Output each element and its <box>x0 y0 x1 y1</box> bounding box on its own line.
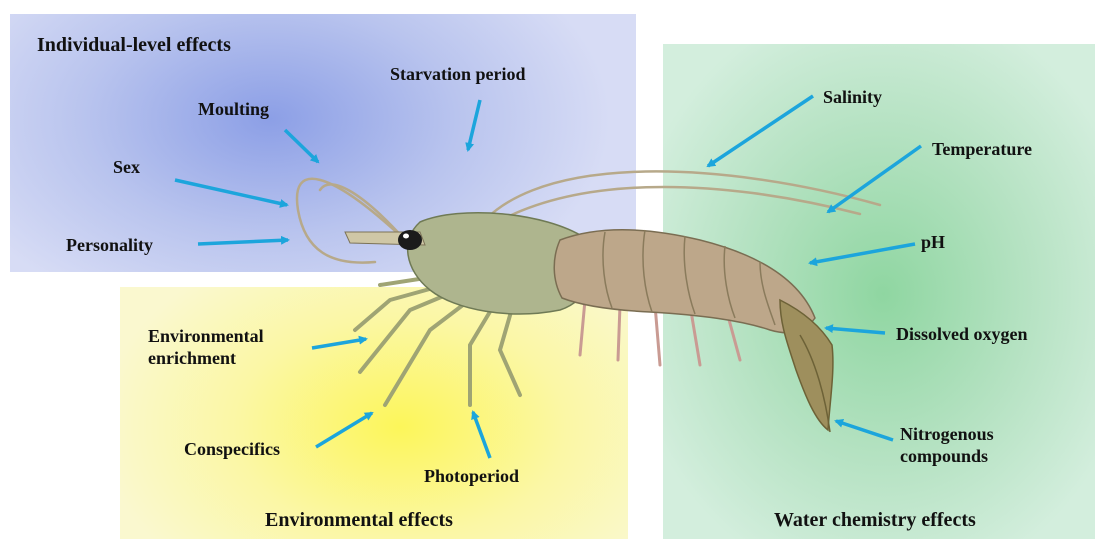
label-salinity: Salinity <box>823 86 882 108</box>
arrow-photoperiod <box>473 412 490 458</box>
label-temperature: Temperature <box>932 138 1032 160</box>
label-photoperiod: Photoperiod <box>424 465 519 487</box>
arrow-nitrogenous <box>836 421 893 440</box>
label-dissolved-oxygen: Dissolved oxygen <box>896 323 1028 345</box>
arrow-dissolved-oxygen <box>826 328 885 333</box>
label-moulting: Moulting <box>198 98 269 120</box>
heading-individual: Individual-level effects <box>37 34 231 57</box>
label-sex: Sex <box>113 156 140 178</box>
label-conspecifics: Conspecifics <box>184 438 280 460</box>
arrow-personality <box>198 240 288 244</box>
arrow-starvation <box>468 100 480 150</box>
label-personality: Personality <box>66 234 153 256</box>
arrow-env-enrichment <box>312 339 366 348</box>
arrow-moulting <box>285 130 318 162</box>
arrow-salinity <box>708 96 813 166</box>
label-starvation-period: Starvation period <box>390 63 526 85</box>
label-nitrogenous-line1: Nitrogenous <box>900 423 994 445</box>
arrow-sex <box>175 180 287 205</box>
label-nitrogenous-line2: compounds <box>900 445 994 467</box>
arrow-conspecifics <box>316 413 372 447</box>
shrimp-body <box>345 213 833 432</box>
label-environmental-enrichment: Environmental enrichment <box>148 325 264 369</box>
label-nitrogenous-compounds: Nitrogenous compounds <box>900 423 994 467</box>
heading-environmental: Environmental effects <box>265 509 453 532</box>
label-ph: pH <box>921 231 945 253</box>
label-env-enrichment-line2: enrichment <box>148 347 264 369</box>
heading-water-chemistry: Water chemistry effects <box>774 509 976 532</box>
arrow-temperature <box>828 146 921 212</box>
arrow-ph <box>810 244 915 263</box>
label-env-enrichment-line1: Environmental <box>148 325 264 347</box>
